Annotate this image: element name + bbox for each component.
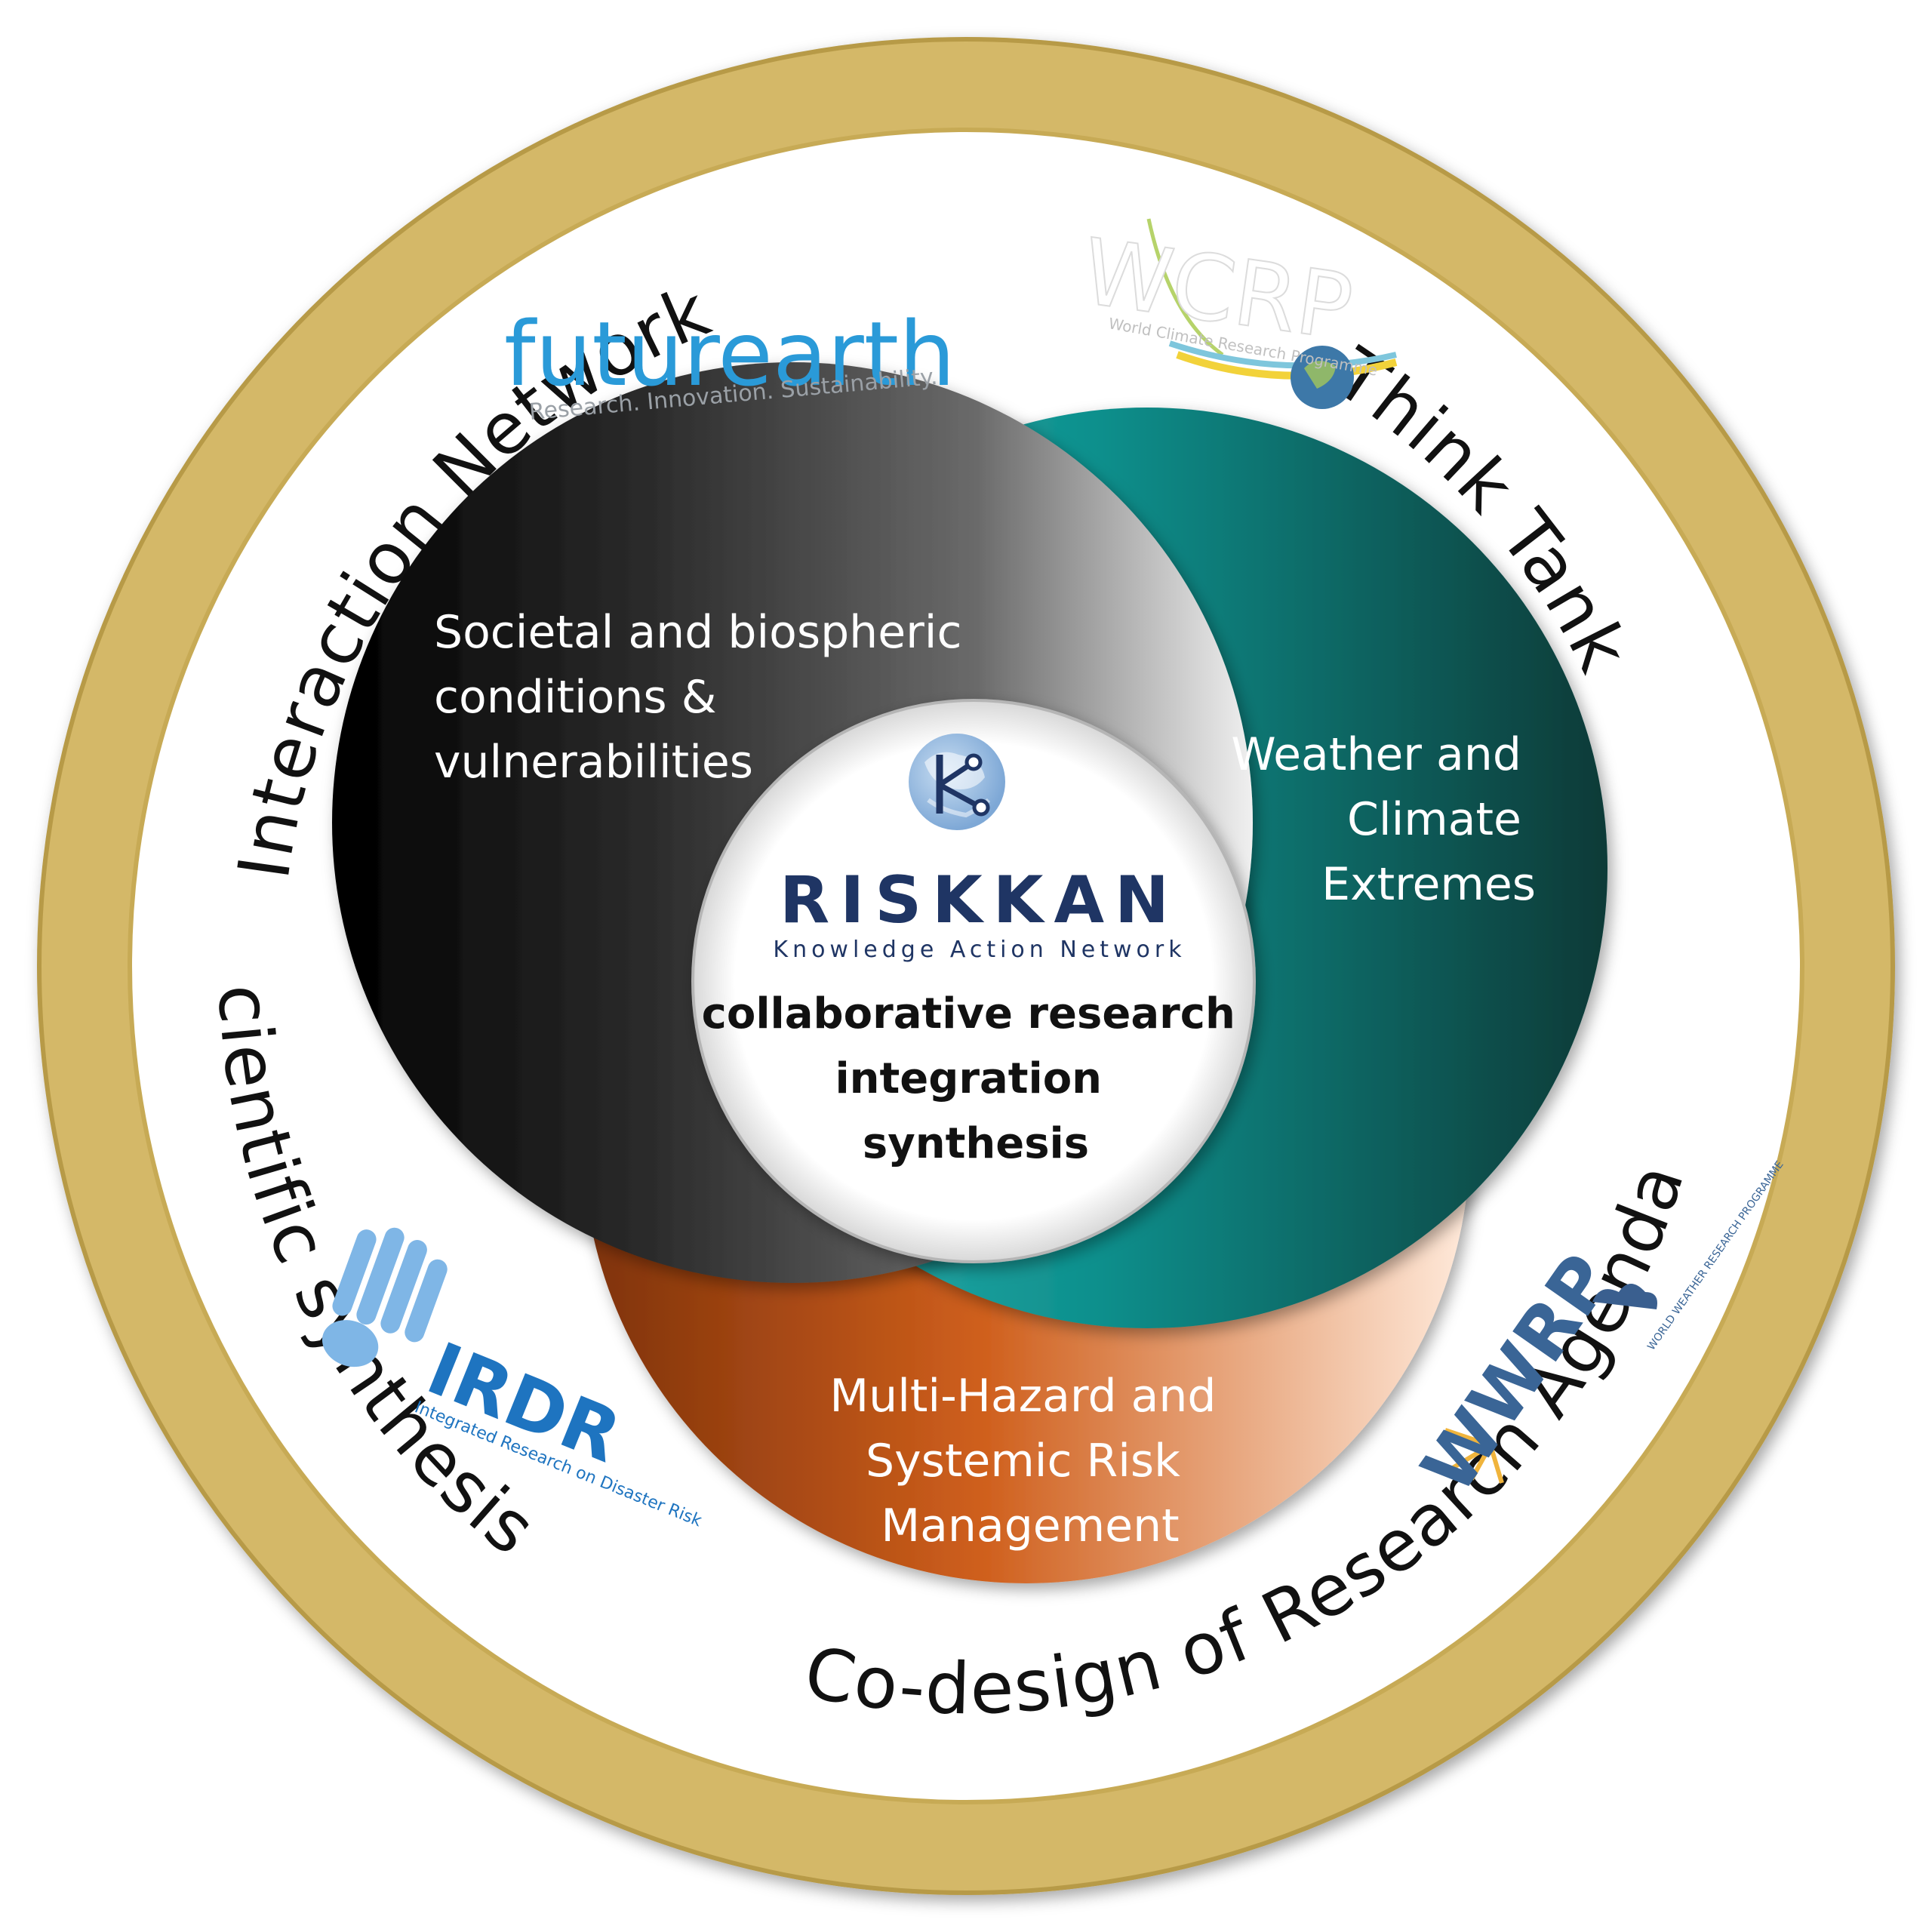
societal-label: Societal and biospheric conditions & vul… [434, 606, 977, 789]
futurearth-name: futurearth [504, 302, 955, 406]
center-circle [691, 699, 1256, 1263]
wcrp-logo: WCRP World Climate Research Programme [1075, 218, 1398, 409]
riskkan-title: RISKKAN [780, 863, 1180, 938]
wcrp-name: WCRP [1076, 220, 1358, 361]
riskkan-subtitle: Knowledge Action Network [773, 937, 1186, 963]
wwrp-sun-icon [1444, 1410, 1504, 1484]
weather-label: Weather and Climate Extremes [1231, 728, 1536, 911]
center-label: collaborative research integration synth… [702, 989, 1251, 1168]
hazard-label: Multi-Hazard and Systemic Risk Managemen… [829, 1370, 1230, 1552]
futurearth-logo: futurearth Research. Innovation. Sustain… [504, 302, 955, 426]
irdr-hand-icon [321, 1227, 448, 1367]
riskkan-globe-icon [909, 734, 1005, 830]
wwrp-cloud-icon [1592, 1284, 1657, 1309]
